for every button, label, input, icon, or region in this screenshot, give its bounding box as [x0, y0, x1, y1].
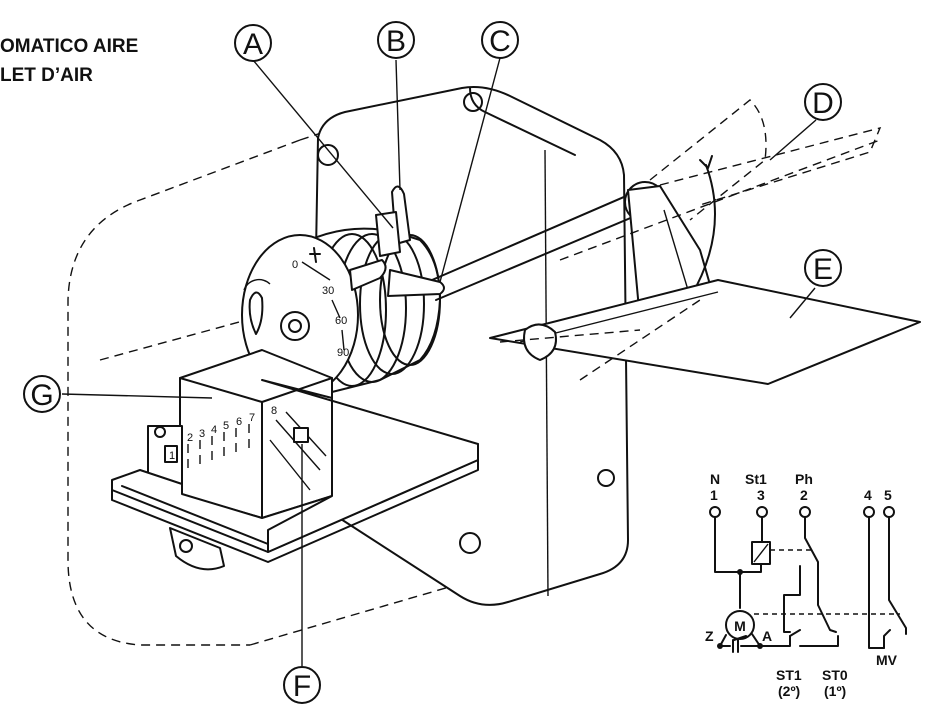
wiring-schematic: N 1 St1 3 Ph 2 4 5 M Z A: [705, 471, 907, 699]
base-bracket: [111, 379, 479, 571]
air-damper-plate: [489, 279, 921, 385]
callout-leaders: [61, 57, 817, 666]
dial-scale-90: 90: [337, 347, 349, 359]
callout-a-label: A: [243, 28, 263, 61]
cam-number-3: 3: [199, 428, 205, 440]
cam-drum: 0 30 60 90: [241, 227, 441, 401]
title-line-2: LET D’AIR: [0, 65, 93, 86]
cam-number-5: 5: [223, 420, 229, 432]
callout-b-label: B: [386, 25, 406, 58]
terminal-n-number: 1: [710, 487, 718, 503]
valve-label: MV: [876, 652, 898, 668]
dial-scale-0: 0: [292, 259, 298, 271]
title-line-1: OMATICO AIRE: [0, 36, 138, 57]
terminal-2-screw: [799, 506, 811, 518]
dial-scale-60: 60: [335, 315, 347, 327]
terminal-n-name: N: [710, 471, 720, 487]
callout-c: C: [481, 21, 519, 59]
terminal-st1-number: 3: [757, 487, 765, 503]
cam-number-7: 7: [249, 412, 255, 424]
callout-f-label: F: [293, 670, 311, 703]
node-z-label: Z: [705, 628, 714, 644]
callout-d: D: [804, 83, 842, 121]
callout-g-label: G: [30, 379, 53, 412]
cam-number-6: 6: [236, 416, 242, 428]
terminal-4-screw: [863, 506, 875, 518]
terminal-3-screw: [756, 506, 768, 518]
terminal-st1-name: St1: [745, 471, 767, 487]
switch-st0-name: ST0: [822, 667, 848, 683]
motor-label: M: [734, 618, 746, 634]
cam-number-2: 2: [187, 432, 193, 444]
callout-c-label: C: [489, 25, 511, 58]
switch-st1-stage: (2º): [778, 683, 800, 699]
node-a-label: A: [762, 628, 772, 644]
switch-st1-name: ST1: [776, 667, 802, 683]
callout-a: A: [234, 24, 272, 62]
terminal-ph-name: Ph: [795, 471, 813, 487]
cam-number-8: 8: [271, 405, 277, 417]
callout-b: B: [377, 21, 415, 59]
callout-f: F: [283, 666, 321, 704]
callout-e-label: E: [813, 253, 833, 286]
cam-levers: [349, 185, 445, 297]
terminal-ph-number: 2: [800, 487, 808, 503]
switch-st0-stage: (1º): [824, 683, 846, 699]
callout-e: E: [804, 249, 842, 287]
dial-scale-30: 30: [322, 285, 334, 297]
callout-d-label: D: [812, 87, 834, 120]
reset-button: [293, 427, 309, 443]
terminal-4-number: 4: [864, 487, 872, 503]
terminal-1-screw: [709, 506, 721, 518]
terminal-5-number: 5: [884, 487, 892, 503]
cam-number-4: 4: [211, 424, 217, 436]
cam-number-1: 1: [169, 450, 175, 462]
terminal-5-screw: [883, 506, 895, 518]
callout-g: G: [23, 375, 61, 413]
